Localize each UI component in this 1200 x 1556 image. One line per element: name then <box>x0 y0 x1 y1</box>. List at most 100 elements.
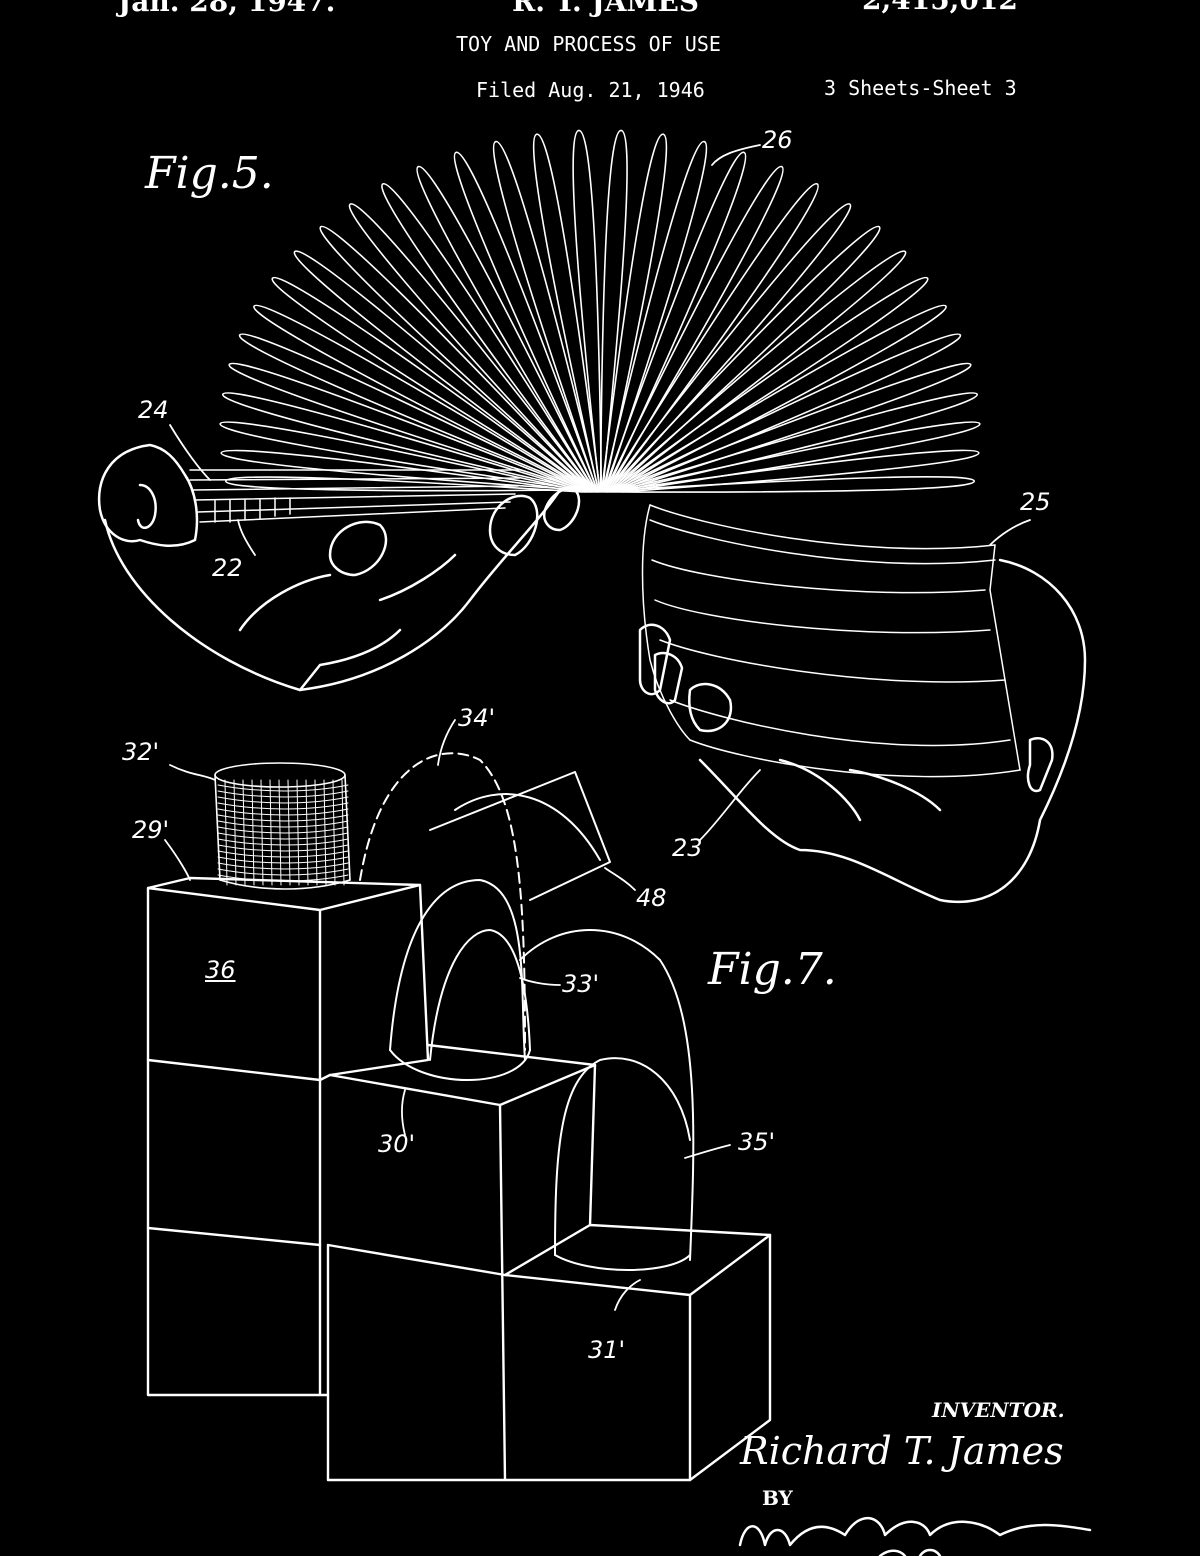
coil-hatch-line <box>341 779 345 886</box>
coil-hatch-line <box>217 856 349 864</box>
left-hand-outline <box>97 443 581 692</box>
spring-coil-loop <box>271 276 592 493</box>
spring-coil-loop <box>613 333 962 493</box>
inventor-header-name: R. T. JAMES <box>512 0 700 18</box>
spring-coil-loop <box>453 151 599 493</box>
figure-7-label: Fig.7. <box>708 944 837 995</box>
coil-hatch-line <box>217 844 349 852</box>
attorney-signature-scribble <box>738 1516 1092 1556</box>
coil-hatch-line <box>217 790 349 798</box>
spring-coil-loop <box>492 140 600 493</box>
coil-hatch-line <box>217 802 349 810</box>
patent-title: TOY AND PROCESS OF USE <box>456 32 721 56</box>
spring-coil-loop <box>219 421 586 493</box>
spring-coil-loop <box>599 129 628 493</box>
ref-24: 24 <box>138 396 169 424</box>
coil-hatch-line <box>217 832 349 840</box>
coil-hatch-line <box>323 779 327 886</box>
ref-35: 35' <box>738 1128 776 1156</box>
coil-hatch-line <box>233 779 237 886</box>
spring-coil-loop <box>253 304 591 493</box>
figure-5-label: Fig.5. <box>145 148 274 199</box>
right-coil-bundle <box>641 504 1021 778</box>
coil-hatch-line <box>332 779 336 886</box>
inventor-label: INVENTOR. <box>932 1398 1065 1422</box>
spring-coil-loop <box>614 362 972 493</box>
by-label: BY <box>762 1486 793 1510</box>
spring-coil-loop <box>603 151 747 493</box>
spring-coil-loop <box>348 203 595 493</box>
coil-hatch-line <box>314 779 318 886</box>
spring-coil-loop <box>602 140 708 493</box>
spring-coil-arcs <box>219 129 981 493</box>
spring-coil-loop <box>611 304 947 493</box>
spring-coil-loop <box>605 183 819 493</box>
spring-coil-loop <box>609 250 907 493</box>
spring-coil-loop <box>238 333 589 493</box>
coil-hatch-line <box>217 826 349 834</box>
ref-32: 32' <box>122 738 160 766</box>
spring-coil-loop <box>220 449 585 493</box>
spring-coil-loop <box>532 133 601 493</box>
spring-coil-loop <box>224 476 583 493</box>
spring-coil-loop <box>601 133 668 493</box>
fig7-leader-lines <box>164 719 731 1311</box>
stair-blocks <box>146 876 772 1482</box>
spring-coil-loop <box>616 421 981 493</box>
ref-22: 22 <box>212 554 243 582</box>
ref-30: 30' <box>378 1130 416 1158</box>
spring-coil-loop <box>416 165 598 493</box>
travel-arcs <box>359 752 695 1271</box>
ref-25: 25 <box>1020 488 1051 516</box>
coil-hatch-line <box>242 779 246 886</box>
spring-coil-loop <box>617 449 980 493</box>
spring-coil-loop <box>610 276 929 493</box>
top-coil-hatch <box>217 779 349 886</box>
ref-34: 34' <box>458 704 496 732</box>
spring-coil-loop <box>222 392 587 493</box>
coil-hatch-line <box>287 779 291 886</box>
patent-number: 2,415,012 <box>862 0 1018 14</box>
spring-coil-loop <box>608 225 881 493</box>
spring-coil-loop <box>319 225 594 493</box>
left-coil-bundle <box>189 469 521 523</box>
coil-hatch-line <box>296 779 300 886</box>
ref-33: 33' <box>562 970 600 998</box>
coil-hatch-line <box>217 838 349 846</box>
coil-hatch-line <box>217 808 349 816</box>
coil-hatch-line <box>217 862 349 870</box>
coil-hatch-line <box>260 779 264 886</box>
coil-hatch-line <box>224 779 228 886</box>
coil-hatch-line <box>278 779 282 886</box>
coil-hatch-line <box>251 779 255 886</box>
ref-48: 48 <box>636 884 667 912</box>
spring-coil-loop <box>615 392 978 493</box>
coil-hatch-line <box>217 796 349 804</box>
coil-hatch-line <box>217 814 349 822</box>
sheet-count: 3 Sheets-Sheet 3 <box>824 76 1017 100</box>
spring-coil-loop <box>293 250 593 493</box>
coil-hatch-line <box>269 779 273 886</box>
fig5-leader-lines <box>169 144 1031 841</box>
ref-36: 36 <box>205 956 236 984</box>
filed-date: Filed Aug. 21, 1946 <box>476 78 705 102</box>
coil-hatch-line <box>305 779 309 886</box>
ref-31: 31' <box>588 1336 626 1364</box>
coil-hatch-line <box>217 850 349 858</box>
right-hand-outline <box>638 558 1087 904</box>
spring-coil-loop <box>572 129 603 493</box>
patent-date: Jan. 28, 1947. <box>118 0 336 18</box>
spring-coil-loop <box>607 203 852 493</box>
coil-hatch-line <box>217 784 349 792</box>
coil-hatch-line <box>217 868 349 876</box>
spring-coil-loop <box>228 362 588 493</box>
ref-23: 23 <box>672 834 703 862</box>
spring-coil-loop <box>619 475 976 493</box>
ref-26: 26 <box>762 126 793 154</box>
ref-29: 29' <box>132 816 170 844</box>
spring-coil-loop <box>604 165 784 493</box>
coil-hatch-line <box>217 820 349 828</box>
inventor-signature: Richard T. James <box>740 1429 1064 1473</box>
spring-coil-loop <box>381 183 597 493</box>
